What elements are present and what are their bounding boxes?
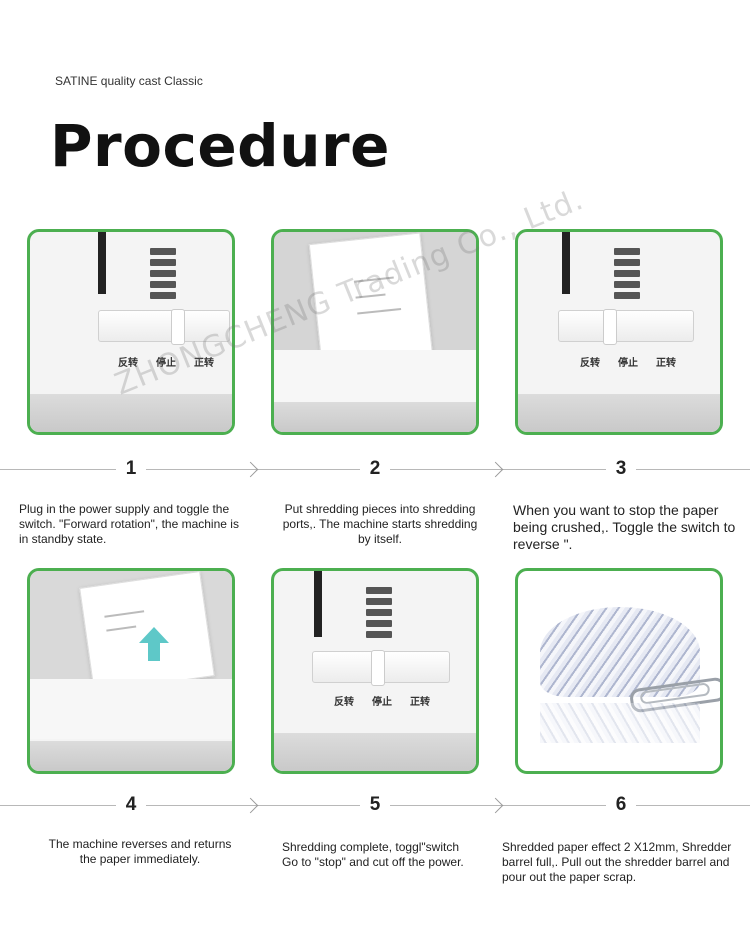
step-4-text: The machine reverses and returns the pap… bbox=[48, 837, 232, 866]
brand-label: SATINE quality cast Classic bbox=[55, 74, 203, 88]
step-5-number: 5 bbox=[360, 790, 390, 820]
shredded-paper bbox=[540, 607, 700, 697]
step-1-image: 反转停止正转 bbox=[27, 229, 235, 435]
step-5-image: 反转停止正转 bbox=[271, 568, 479, 774]
rocker-switch bbox=[558, 309, 694, 345]
step-6-text: Shredded paper effect 2 X12mm, Shredder … bbox=[502, 840, 732, 884]
step-3-text: When you want to stop the paper being cr… bbox=[513, 502, 736, 552]
step-2-number: 2 bbox=[360, 454, 390, 484]
step-1-text: Plug in the power supply and toggle the … bbox=[19, 502, 239, 546]
step-1-number: 1 bbox=[116, 454, 146, 484]
rocker-switch bbox=[98, 309, 230, 345]
step-2-text: Put shredding pieces into shredding port… bbox=[282, 502, 478, 546]
step-5-text: Shredding complete, toggl"switch Go to "… bbox=[282, 840, 464, 869]
step-3-number: 3 bbox=[606, 454, 636, 484]
step-6-image bbox=[515, 568, 723, 774]
page-title: Procedure bbox=[50, 112, 390, 180]
up-arrow-icon bbox=[148, 643, 160, 661]
step-4-image bbox=[27, 568, 235, 774]
step-6-number: 6 bbox=[606, 790, 636, 820]
step-3-image: 反转停止正转 bbox=[515, 229, 723, 435]
step-4-number: 4 bbox=[116, 790, 146, 820]
rocker-switch bbox=[312, 650, 450, 686]
step-2-image bbox=[271, 229, 479, 435]
